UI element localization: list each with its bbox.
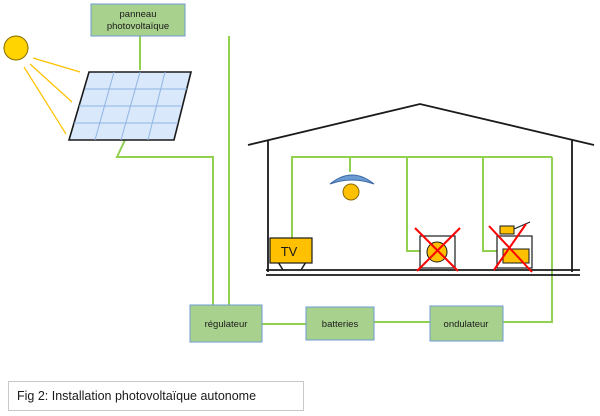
wire-panel-negative: [115, 139, 214, 305]
regulator-box: régulateur: [189, 304, 263, 343]
sun-icon: [3, 35, 81, 135]
panel-label-line-2: photovoltaïque: [107, 21, 169, 32]
wiring: [115, 36, 553, 325]
tv-label: TV: [281, 244, 298, 259]
solar-panel-icon: [67, 71, 193, 141]
panel-label-line-1: panneau: [120, 9, 157, 20]
wire-appliance-1: [406, 157, 420, 252]
wire-inverter-house: [503, 157, 553, 323]
lamp-icon: [329, 174, 375, 201]
inverter-label: ondulateur: [444, 319, 489, 330]
batteries-box: batteries: [305, 306, 375, 341]
tv-icon: TV: [269, 237, 313, 271]
wire-appliance-2: [482, 157, 497, 252]
regulator-label: régulateur: [205, 319, 248, 330]
washing-machine-icon: [414, 227, 461, 272]
figure-caption: Fig 2: Installation photovoltaïque auton…: [8, 381, 304, 411]
stove-icon: [488, 221, 533, 273]
house-outline: [247, 103, 595, 276]
wire-house-circuit: [291, 156, 552, 238]
inverter-box: ondulateur: [429, 305, 504, 342]
panel-label-box: panneau photovoltaïque: [90, 3, 186, 37]
batteries-label: batteries: [322, 319, 359, 330]
